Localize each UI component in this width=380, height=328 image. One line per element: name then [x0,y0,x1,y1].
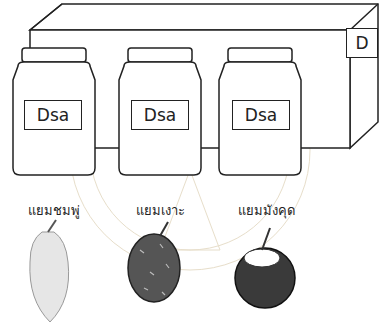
jam-name: แยมเงาะ [136,200,185,221]
jars [13,48,301,175]
jar-label-box: Dsa [232,100,290,130]
jar-label-box: Dsa [131,100,189,130]
rambutan [128,222,180,302]
rose-apple [30,220,69,322]
jam-name: แยมชมพู่ [28,200,80,221]
mangosteen [235,228,295,308]
box-text: Dsa [245,107,277,124]
cabinet-label-box: D [346,28,378,58]
jam-name: แยมมังคุด [238,200,295,221]
box-text: Dsa [37,107,69,124]
box-text: D [355,35,368,52]
jar-label-box: Dsa [24,100,82,130]
box-text: Dsa [144,107,176,124]
